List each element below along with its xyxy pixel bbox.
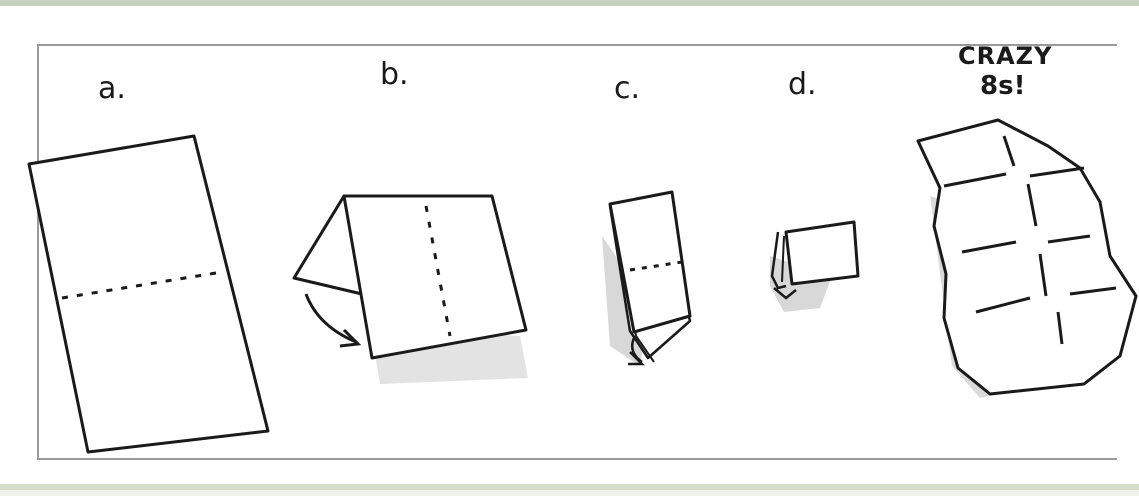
step-a-label: a. [98,71,126,106]
result-label-line2: 8s! [980,71,1025,101]
step-d-label: d. [788,67,817,102]
crazy-8s-sheet [918,120,1136,398]
step-c-sheet [602,192,690,366]
result-label-line1: CRAZY [958,42,1052,70]
step-c-label: c. [614,71,640,106]
step-a-sheet [29,136,268,452]
step-b-label: b. [380,57,409,92]
crazy-8s-folding-diagram: a. b. c. d. CRAZY 8s! [0,6,1139,496]
step-d-sheet [770,222,858,312]
step-b-sheet [294,196,528,384]
